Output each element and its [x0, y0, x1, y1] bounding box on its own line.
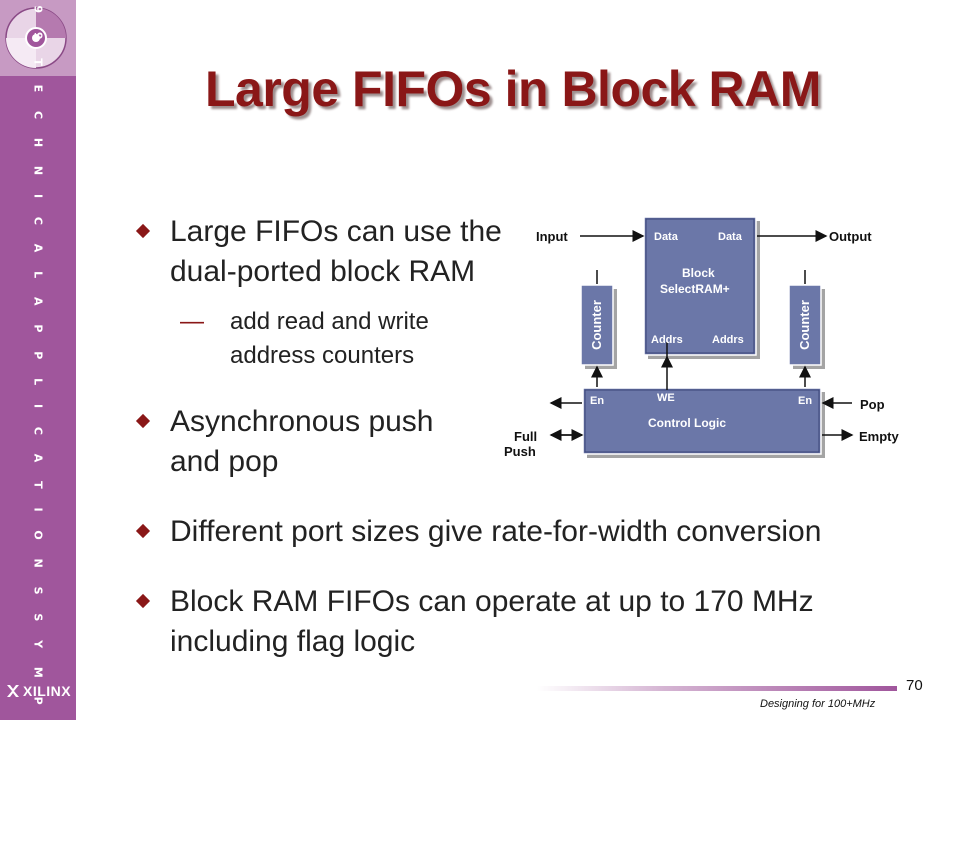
bullet-2-line-1: Asynchronous push: [170, 405, 434, 438]
counter-right-label: Counter: [797, 300, 812, 350]
en-right-label: En: [798, 395, 813, 407]
addrs-right-label: Addrs: [712, 334, 744, 346]
xilinx-x-icon: [7, 685, 19, 697]
fifo-block-diagram: Counter Counter Input Output Data Data B…: [496, 212, 916, 472]
counter-left-label: Counter: [589, 300, 604, 350]
block-label-1: Block: [682, 266, 715, 280]
diamond-bullet-icon: [135, 413, 151, 429]
cd-logo-box: [0, 0, 76, 76]
push-label: Push: [504, 444, 536, 459]
footer-gradient-bar: [537, 686, 897, 691]
en-left-label: En: [590, 395, 605, 407]
sub-bullet-line-1: add read and write: [230, 308, 429, 335]
input-label: Input: [536, 229, 568, 244]
output-label: Output: [829, 229, 872, 244]
cd-icon: [5, 7, 67, 69]
bullet-4-line-2: including flag logic: [170, 625, 416, 658]
addrs-left-label: Addrs: [651, 334, 683, 346]
we-label: WE: [657, 392, 675, 404]
block-label-2: SelectRAM+: [660, 282, 730, 296]
logo-text: XILINX: [23, 683, 72, 699]
sub-bullet-line-2: address counters: [230, 342, 415, 369]
bullet-3-line-1: Different port sizes give rate-for-width…: [170, 515, 822, 548]
control-logic-label: Control Logic: [648, 416, 726, 430]
diamond-bullet-icon: [135, 223, 151, 239]
bullet-1-line-2: dual-ported block RAM: [170, 255, 476, 288]
sidebar-band: [0, 0, 76, 720]
footer-caption: Designing for 100+MHz: [760, 698, 876, 710]
pop-label: Pop: [860, 397, 885, 412]
bullet-2-line-2: and pop: [170, 445, 279, 478]
data-right-label: Data: [718, 231, 742, 243]
page-number: 70: [906, 677, 923, 694]
symposium-vertical-text: 1 9 9 9 T E C H N I C A L A P P L I C A …: [31, 0, 45, 848]
full-label: Full: [514, 429, 538, 444]
diagram-graphics: Counter Counter: [549, 216, 854, 458]
bullet-4-line-1: Block RAM FIFOs can operate at up to 170…: [170, 585, 814, 618]
bullet-1-line-1: Large FIFOs can use the: [170, 215, 502, 248]
empty-label: Empty: [859, 429, 899, 444]
diamond-bullet-icon: [135, 593, 151, 609]
slide-title: Large FIFOs in Block RAM: [205, 61, 821, 117]
xilinx-logo: XILINX: [6, 681, 72, 701]
data-left-label: Data: [654, 231, 678, 243]
dash-bullet: —: [180, 308, 204, 335]
diamond-bullet-icon: [135, 523, 151, 539]
